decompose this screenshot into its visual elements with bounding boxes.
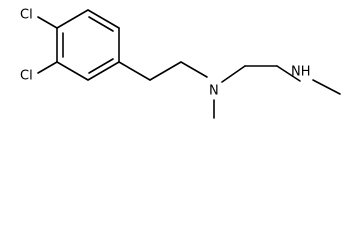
chlorine-label-top: Cl [20, 8, 33, 23]
chain-bond-1 [118, 61, 151, 81]
chain-bond-3 [180, 61, 208, 78]
ring-double-bond-2 [88, 58, 114, 74]
benzene-ring [56, 9, 120, 81]
chain-bond-2 [149, 61, 182, 81]
ring-double-bond-1 [88, 16, 114, 32]
nh-label: NH [291, 65, 311, 80]
ring-bond-5 [56, 61, 89, 81]
ring-bond-2 [87, 9, 120, 29]
chain-bond-7 [312, 79, 341, 95]
chemical-structure-diagram: Cl Cl N NH [20, 8, 341, 119]
nitrogen-label: N [209, 84, 219, 99]
chlorine-label-bottom: Cl [20, 69, 33, 84]
chain-bond-4 [221, 65, 246, 83]
cl-top-bond [37, 16, 58, 29]
ring-bond-4 [87, 61, 120, 81]
ring-bond-1 [56, 9, 89, 29]
chain-bond-6 [276, 65, 301, 82]
cl-bottom-bond [37, 61, 58, 74]
